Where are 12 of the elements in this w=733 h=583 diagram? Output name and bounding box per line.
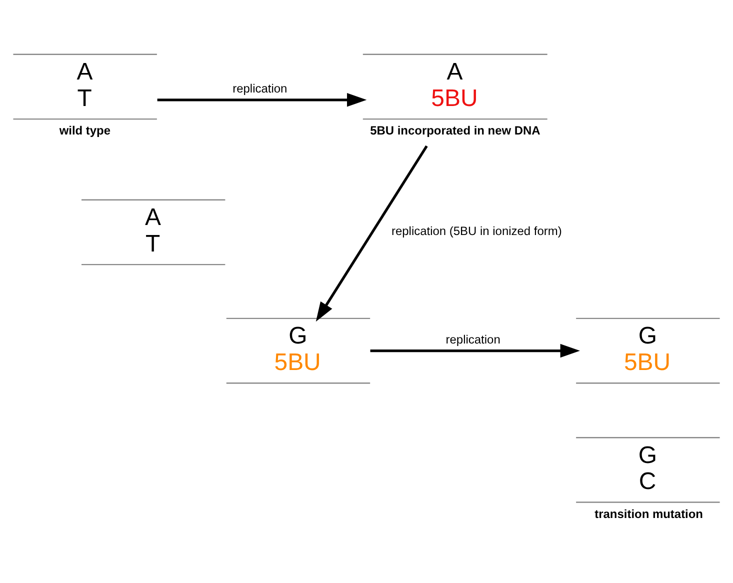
arrow	[370, 344, 580, 358]
edge-label: replication (5BU in ionized form)	[392, 224, 562, 238]
node-text: A 5BU 5BU incorporated in new DNA	[370, 58, 540, 138]
arrow	[316, 145, 428, 322]
node-text: G 5BU	[274, 322, 321, 376]
node-text: G 5BU	[624, 322, 671, 376]
node-text: A T	[144, 204, 161, 258]
edge-label: replication	[446, 332, 500, 347]
arrow	[157, 93, 367, 107]
node-text: G C transition mutation	[594, 442, 704, 521]
node-text: A T wild type	[59, 58, 111, 138]
edge-label: replication	[232, 82, 288, 96]
